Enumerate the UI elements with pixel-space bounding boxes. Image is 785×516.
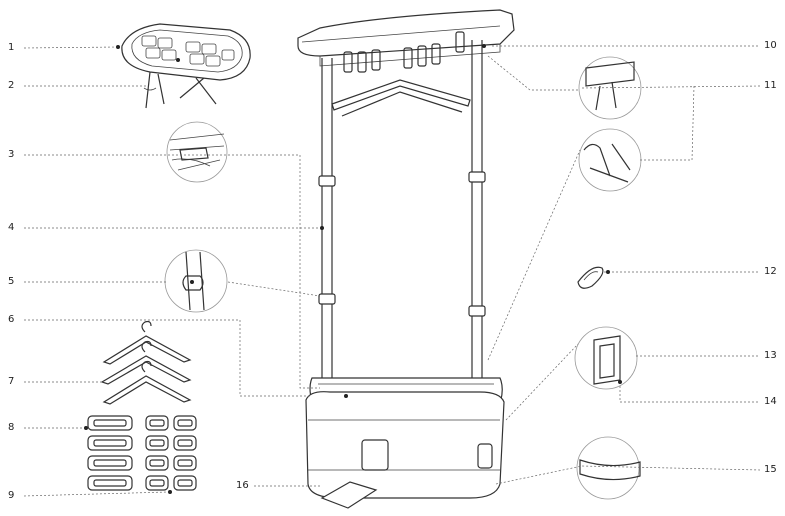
label-1: 1 bbox=[8, 42, 15, 53]
detail-circle-5 bbox=[164, 249, 228, 313]
detail-circle-10-11a bbox=[578, 56, 642, 120]
label-4: 4 bbox=[8, 222, 15, 233]
steamer-unit bbox=[297, 9, 515, 509]
label-11: 11 bbox=[764, 80, 777, 91]
clip-part-12 bbox=[577, 266, 604, 289]
label-2: 2 bbox=[8, 80, 15, 91]
label-6: 6 bbox=[8, 314, 15, 325]
leader-dots bbox=[84, 44, 622, 494]
accessory-tray bbox=[121, 23, 251, 109]
clips-set bbox=[87, 415, 197, 491]
leader-lines bbox=[23, 45, 761, 497]
label-14: 14 bbox=[764, 396, 777, 407]
label-10: 10 bbox=[764, 40, 777, 51]
label-13: 13 bbox=[764, 350, 777, 361]
label-7: 7 bbox=[8, 376, 15, 387]
detail-circle-11b bbox=[578, 128, 642, 192]
label-3: 3 bbox=[8, 149, 15, 160]
label-5: 5 bbox=[8, 276, 15, 287]
label-9: 9 bbox=[8, 490, 15, 501]
label-16: 16 bbox=[236, 480, 249, 491]
detail-circle-3 bbox=[166, 121, 228, 183]
label-12: 12 bbox=[764, 266, 777, 277]
hangers bbox=[100, 320, 192, 405]
detail-circle-15 bbox=[576, 436, 641, 500]
label-15: 15 bbox=[764, 464, 777, 475]
label-8: 8 bbox=[8, 422, 15, 433]
detail-circle-13-14 bbox=[574, 326, 638, 390]
